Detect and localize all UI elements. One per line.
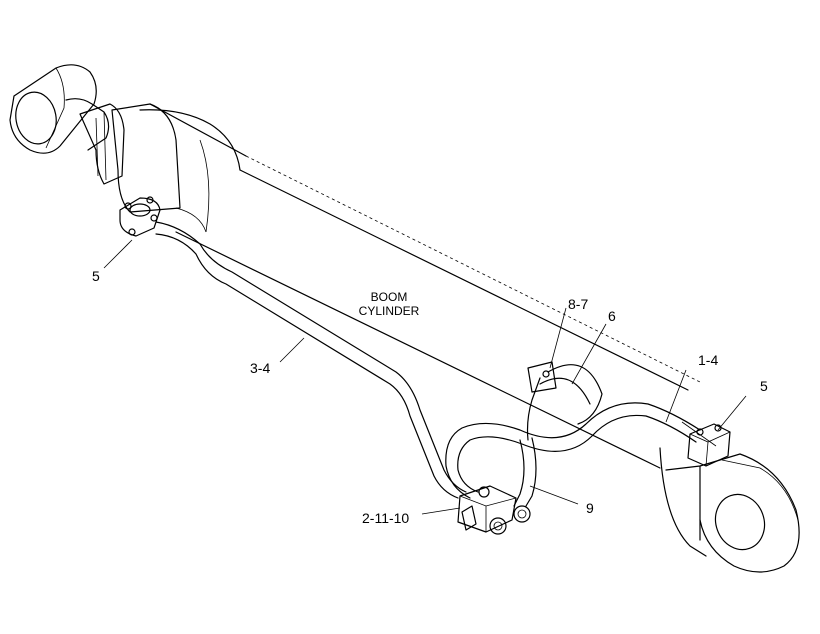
callout-valve-block: 2-11-10 xyxy=(362,510,410,526)
callout-bracket: 9 xyxy=(586,500,594,516)
cylinder-barrel xyxy=(139,103,701,469)
callout-tube-upper: 1-4 xyxy=(698,352,719,368)
tube-lower xyxy=(155,221,467,499)
tube-upper xyxy=(445,402,701,507)
leader-lines xyxy=(103,239,747,515)
callout-rod-end-flange: 5 xyxy=(92,268,100,284)
title-line-2: CYLINDER xyxy=(358,304,420,318)
callout-head-end-flange: 5 xyxy=(760,378,768,394)
head-eye xyxy=(659,421,800,573)
rod-end-flange xyxy=(119,196,161,237)
title-boom-cylinder: BOOM CYLINDER xyxy=(348,290,430,318)
valve-block xyxy=(457,485,531,535)
clip xyxy=(526,361,603,441)
callout-clip-bolt: 8-7 xyxy=(568,296,589,312)
callout-tube-lower: 3-4 xyxy=(250,360,271,376)
callout-clip: 6 xyxy=(608,308,616,324)
head-end-flange xyxy=(687,423,731,467)
title-line-1: BOOM xyxy=(370,290,408,304)
cylinder-gland xyxy=(79,103,181,213)
